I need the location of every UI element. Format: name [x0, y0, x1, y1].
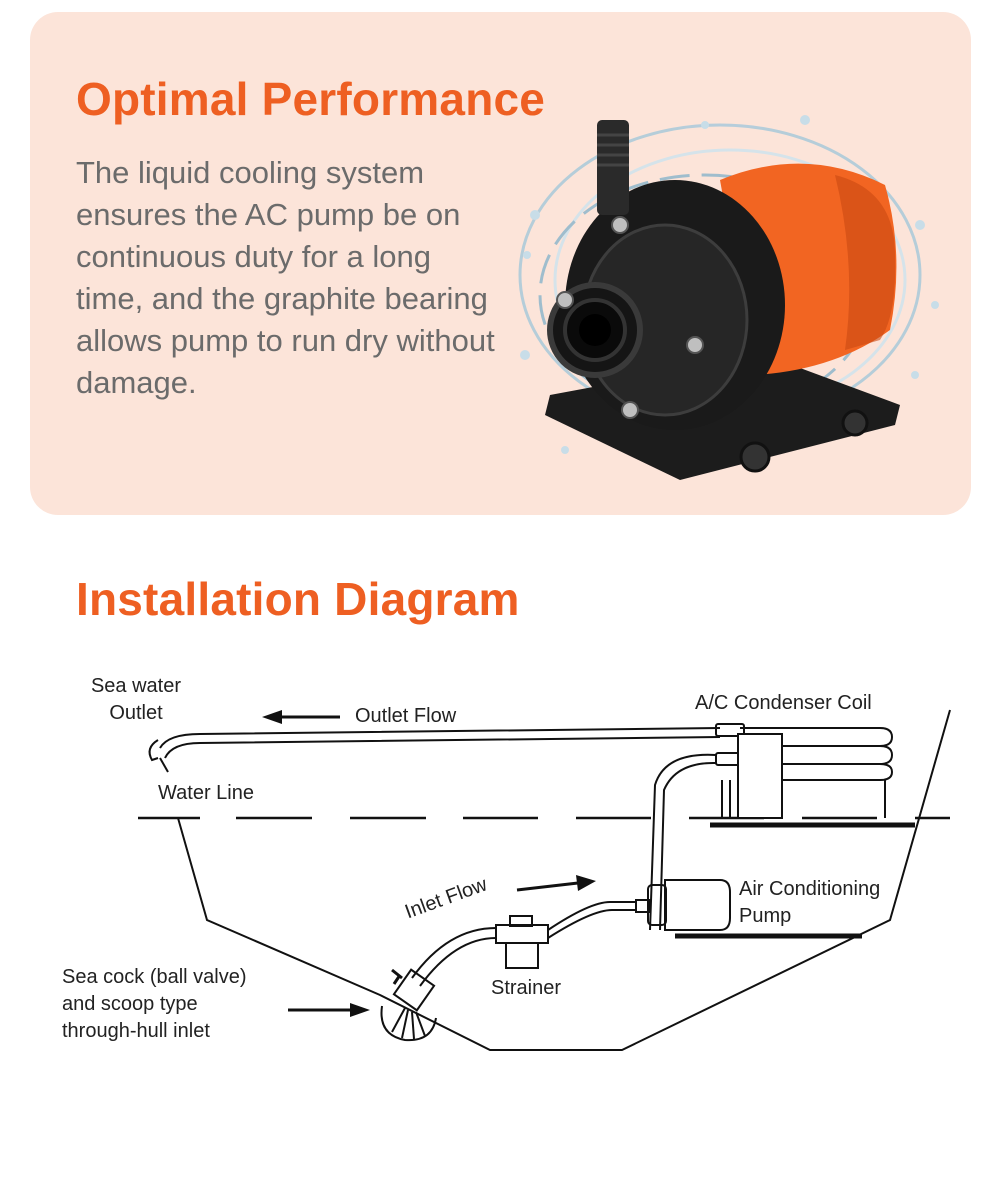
installation-title: Installation Diagram — [76, 573, 520, 625]
hull-outline — [177, 709, 951, 1051]
outlet-flow-label: Outlet Flow — [355, 705, 457, 727]
seacock-label-line3: through-hull inlet — [62, 1020, 210, 1042]
performance-description: The liquid cooling system ensures the AC… — [76, 155, 495, 400]
outlet-fitting — [148, 739, 159, 762]
outlet-label-line2: Outlet — [109, 702, 163, 724]
screws — [556, 216, 704, 419]
performance-title: Optimal Performance — [76, 73, 546, 125]
outlet-label-line1: Sea water — [90, 675, 182, 697]
pump-image — [518, 115, 939, 480]
seacock-label-line2: and scoop type — [62, 993, 198, 1015]
seacock-label: Sea cock (ball valve) and scoop type thr… — [62, 964, 247, 1045]
seacock — [380, 968, 437, 1042]
seacock-to-strainer-pipe — [411, 927, 497, 979]
strainer — [495, 915, 549, 969]
seacock-label-line1: Sea cock (ball valve) — [62, 966, 247, 988]
ac-pump-label: Air Conditioning Pump — [739, 876, 880, 930]
outlet-pipe — [159, 727, 721, 749]
installation-diagram — [138, 709, 951, 1051]
strainer-label: Strainer — [491, 977, 562, 999]
outlet-label: Sea water Outlet — [80, 673, 192, 727]
strainer-to-pump-pipe — [547, 901, 636, 931]
droplets — [520, 115, 939, 454]
condenser-to-pump-pipe — [649, 753, 717, 931]
condenser-coil — [715, 723, 894, 819]
condenser-label: A/C Condenser Coil — [695, 692, 872, 714]
ac-pump-label-line2: Pump — [739, 905, 792, 927]
inlet-flow-arrow — [516, 881, 579, 892]
ac-pump-label-line1: Air Conditioning — [739, 878, 881, 900]
water-line-label: Water Line — [158, 782, 254, 804]
ac-pump — [635, 879, 731, 931]
